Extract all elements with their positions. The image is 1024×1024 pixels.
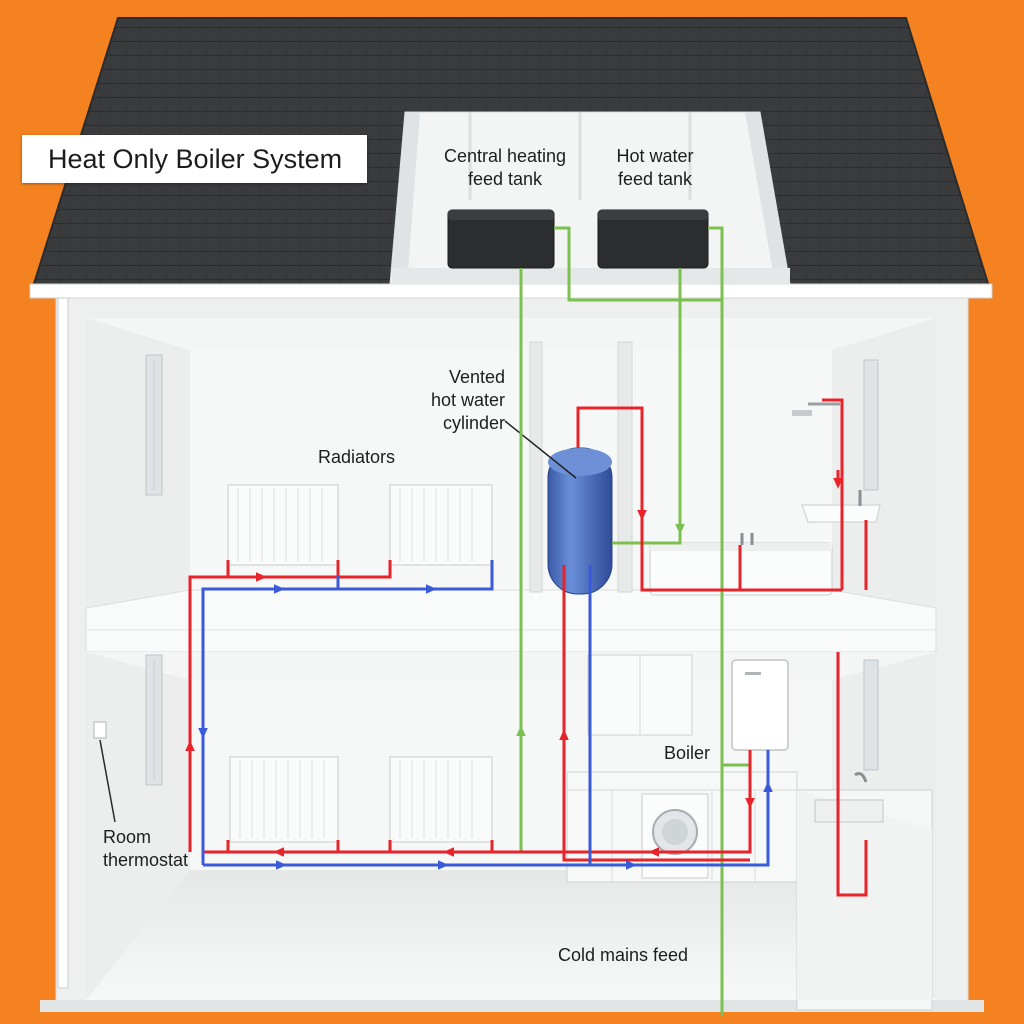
label-cylinder: Vented hot water cylinder: [430, 367, 505, 433]
radiator-lower-1: [229, 756, 339, 843]
hot-water-feed-tank: [597, 209, 709, 269]
first-floor-slab: [85, 589, 937, 653]
wall-cupboards: [587, 654, 693, 736]
window-lower-right: [863, 659, 879, 771]
window-lower-left: [145, 654, 163, 786]
boiler: [731, 659, 789, 751]
cylinder-hot-draw-off: [576, 406, 842, 592]
upstairs-hot-supply: [822, 398, 844, 590]
label-radiators: Radiators: [318, 447, 396, 467]
hot-flow-pipes: [185, 398, 868, 897]
central-heating-feed-tank: [447, 209, 555, 269]
window-upper-left: [145, 354, 163, 496]
shower: [792, 402, 840, 416]
ch-tank-overflow-pipe: [554, 226, 722, 302]
radiator-upper-1: [227, 484, 339, 566]
radiator-lower-2: [389, 756, 493, 843]
kitchen-hot-pipe: [836, 652, 868, 897]
cylinder-primary-flow: [562, 565, 750, 862]
window-upper-right: [863, 359, 879, 491]
downpipe: [57, 297, 69, 989]
upper-radiator-flow: [188, 560, 230, 740]
feed-pipes: [516, 226, 750, 1016]
hw-feed-pipe: [612, 268, 682, 545]
kitchen-units: [566, 771, 933, 1011]
room-thermostat: [93, 721, 116, 823]
radiator-upper-2: [389, 484, 493, 566]
label-boiler: Boiler: [664, 743, 711, 763]
lower-radiator-flow: [203, 750, 752, 854]
label-hw-feed-tank: Hot water feed tank: [616, 146, 694, 189]
gutter: [29, 283, 993, 299]
label-ch-feed-tank: Central heating feed tank: [443, 146, 567, 189]
diagram-title: Heat Only Boiler System: [22, 135, 367, 183]
hw-vent-pipe: [708, 226, 724, 1016]
label-thermostat: Room thermostat: [103, 827, 189, 870]
return-pipes: [198, 560, 773, 870]
hot-water-cylinder: [547, 447, 613, 595]
cylinder-pointer: [504, 420, 577, 479]
label-cold-mains: Cold mains feed: [558, 945, 689, 965]
